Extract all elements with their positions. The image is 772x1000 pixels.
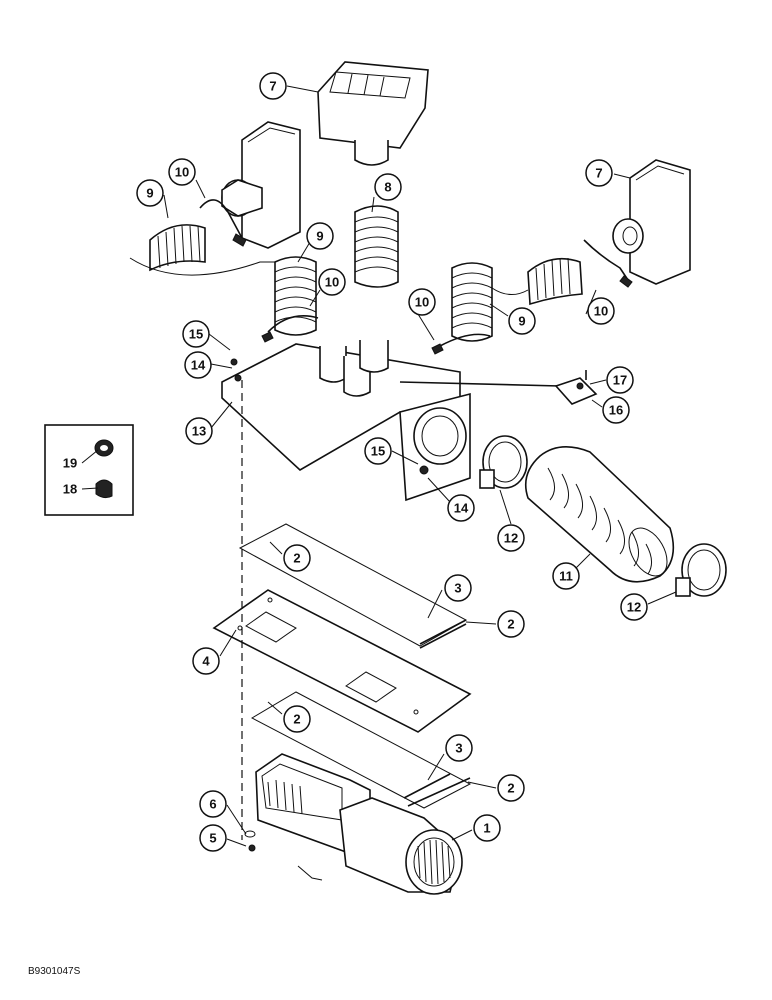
svg-text:10: 10 [415, 295, 429, 310]
callout-17: 17 [606, 366, 634, 394]
callout-12-lower: 12 [620, 593, 648, 621]
svg-text:15: 15 [189, 327, 203, 342]
callout-10-mid: 10 [318, 268, 346, 296]
svg-text:14: 14 [454, 501, 469, 516]
callout-16: 16 [602, 396, 630, 424]
svg-text:6: 6 [209, 797, 216, 812]
hose-clamp-upper [479, 435, 528, 489]
callout-2-a: 2 [283, 544, 311, 572]
svg-text:17: 17 [613, 373, 627, 388]
hose-right-upper [491, 257, 583, 306]
callout-19: 19 [63, 456, 77, 471]
inset-box [44, 424, 134, 516]
svg-text:3: 3 [455, 741, 462, 756]
svg-text:19: 19 [63, 456, 77, 471]
svg-text:5: 5 [209, 831, 216, 846]
svg-text:4: 4 [202, 654, 210, 669]
callout-5: 5 [199, 824, 227, 852]
callout-2-b: 2 [497, 610, 525, 638]
hose-left-lower [274, 256, 317, 336]
svg-text:3: 3 [454, 581, 461, 596]
svg-text:2: 2 [507, 781, 514, 796]
vent-outlet-right [612, 159, 691, 285]
figure-code: B9301047S [28, 966, 81, 977]
callout-1: 1 [473, 814, 501, 842]
callout-8: 8 [374, 173, 402, 201]
gasket-upper [238, 523, 468, 649]
callout-10-right: 10 [587, 297, 615, 325]
hose-center [354, 205, 399, 288]
callout-7-right: 7 [585, 159, 613, 187]
callout-10-left: 10 [168, 158, 196, 186]
svg-text:7: 7 [269, 79, 276, 94]
svg-text:9: 9 [146, 186, 153, 201]
callout-7-top: 7 [259, 72, 287, 100]
svg-text:11: 11 [559, 569, 573, 584]
svg-text:15: 15 [371, 444, 385, 459]
callout-13: 13 [185, 417, 213, 445]
svg-text:2: 2 [293, 551, 300, 566]
blower-switch [554, 370, 598, 405]
callout-10-center: 10 [408, 288, 436, 316]
svg-text:1: 1 [483, 821, 490, 836]
vent-outlet-left [221, 121, 301, 249]
svg-text:2: 2 [293, 712, 300, 727]
hose-clamp-lower [675, 543, 727, 597]
callout-14-lower: 14 [447, 494, 475, 522]
svg-text:12: 12 [504, 531, 518, 546]
svg-text:13: 13 [192, 424, 206, 439]
callout-3-a: 3 [444, 574, 472, 602]
svg-text:2: 2 [507, 617, 514, 632]
svg-text:8: 8 [384, 180, 391, 195]
hose-straps [199, 199, 633, 355]
svg-text:18: 18 [63, 482, 77, 497]
callout-18: 18 [63, 482, 77, 497]
svg-text:14: 14 [191, 358, 206, 373]
callout-9-mid: 9 [306, 222, 334, 250]
callout-15-upper: 15 [182, 320, 210, 348]
vent-outlet-top [317, 61, 429, 166]
svg-text:7: 7 [595, 166, 602, 181]
hose-right-lower [451, 262, 493, 342]
mounting-plate [212, 589, 472, 733]
callout-9-right: 9 [508, 307, 536, 335]
callout-12-upper: 12 [497, 524, 525, 552]
blower-assembly [244, 753, 463, 895]
flexible-duct [524, 446, 675, 583]
svg-text:10: 10 [175, 165, 189, 180]
gasket-lower [250, 691, 472, 809]
callout-2-d: 2 [497, 774, 525, 802]
callout-15-lower: 15 [364, 437, 392, 465]
svg-text:16: 16 [609, 403, 623, 418]
callout-3-b: 3 [445, 734, 473, 762]
hose-left-upper [129, 224, 280, 276]
callout-9-left: 9 [136, 179, 164, 207]
callout-6: 6 [199, 790, 227, 818]
callout-14-upper: 14 [184, 351, 212, 379]
callout-2-c: 2 [283, 705, 311, 733]
callout-4: 4 [192, 647, 220, 675]
callout-11: 11 [552, 562, 580, 590]
svg-text:10: 10 [325, 275, 339, 290]
svg-text:12: 12 [627, 600, 641, 615]
svg-text:9: 9 [316, 229, 323, 244]
svg-text:9: 9 [518, 314, 525, 329]
heater-housing [221, 340, 561, 502]
svg-text:10: 10 [594, 304, 608, 319]
